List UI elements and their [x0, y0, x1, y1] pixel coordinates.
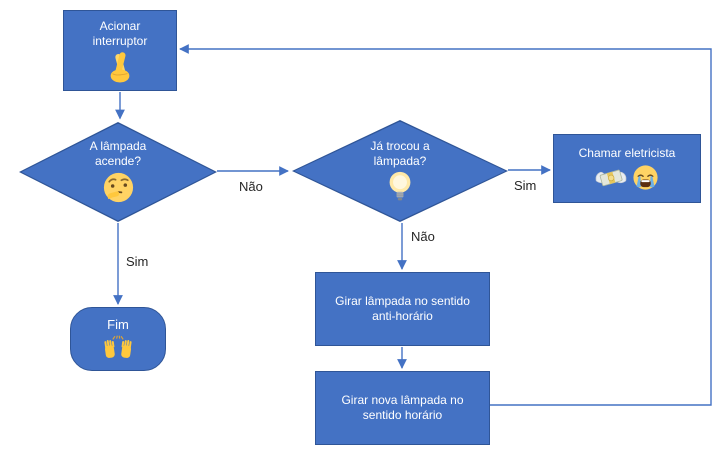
connector-loop-back-to-start	[179, 44, 712, 406]
node-call-electrician-label: Chamar eletricista	[578, 145, 676, 160]
node-turn-cw-label: Girar nova lâmpada no sentido horário	[341, 393, 464, 422]
edge-label-lamp-lights-no: Não	[239, 179, 263, 194]
node-turn-cw: Girar nova lâmpada no sentido horário	[315, 371, 490, 445]
money-with-wings-icon	[595, 169, 627, 186]
electrician-icons	[594, 163, 660, 192]
node-lamp-lights: A lâmpada acende?	[19, 122, 217, 222]
edge-label-changed-lamp-yes: Sim	[514, 178, 537, 193]
light-bulb-icon	[389, 171, 411, 200]
node-start: Acionar interruptor	[63, 10, 177, 91]
node-end: Fim	[70, 307, 166, 371]
node-lamp-lights-label: A lâmpada acende?	[89, 139, 147, 168]
node-call-electrician: Chamar eletricista	[553, 134, 701, 203]
node-start-label: Acionar interruptor	[92, 18, 148, 48]
node-end-label: Fim	[107, 316, 129, 332]
thinking-face-icon	[103, 172, 133, 203]
edge-label-changed-lamp-no: Não	[411, 229, 435, 244]
node-turn-ccw-label: Girar lâmpada no sentido anti-horário	[335, 294, 470, 323]
node-changed-lamp: Já trocou a lâmpada?	[292, 120, 508, 222]
loudly-crying-face-icon	[633, 164, 658, 190]
node-turn-ccw: Girar lâmpada no sentido anti-horário	[315, 272, 490, 346]
node-changed-lamp-label: Já trocou a lâmpada?	[370, 138, 430, 168]
edge-label-lamp-lights-yes: Sim	[126, 254, 149, 269]
crossed-fingers-icon	[110, 51, 130, 82]
raising-hands-icon	[104, 335, 132, 359]
